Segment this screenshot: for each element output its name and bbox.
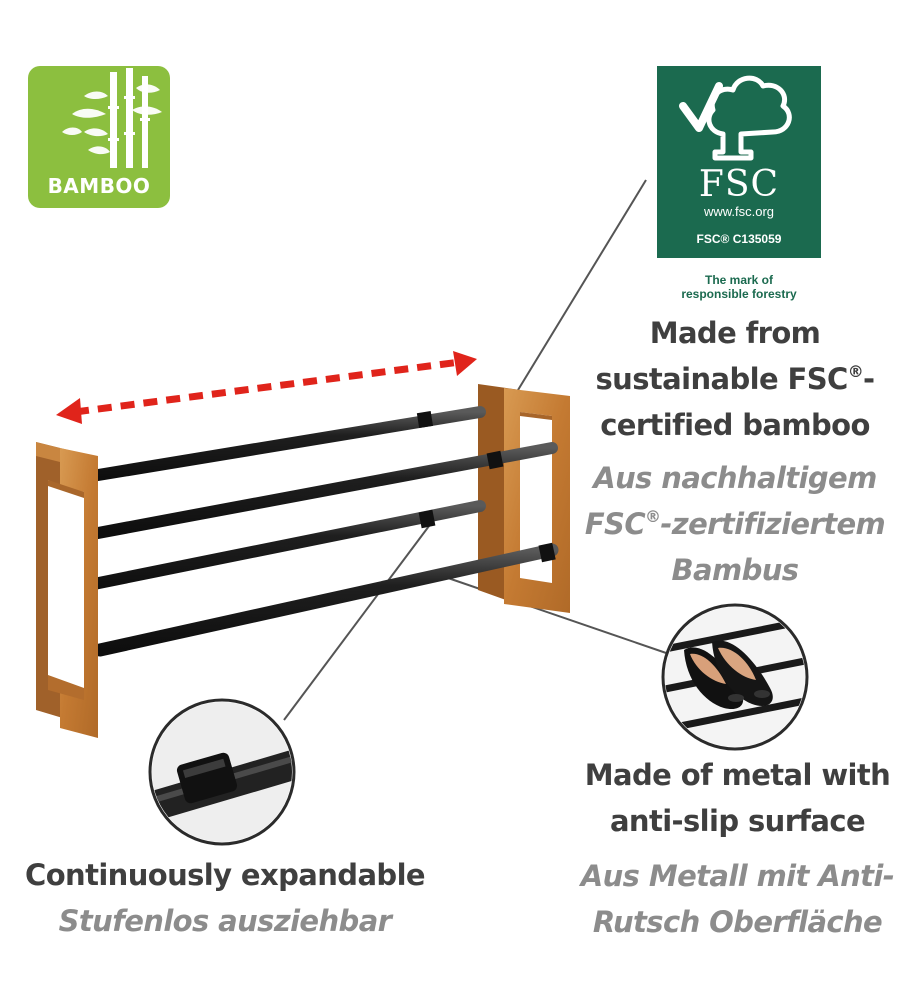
fsc-tagline: The mark of responsible forestry	[681, 273, 797, 301]
metal-feature-english: Made of metal with anti-slip surface	[584, 758, 891, 838]
fsc-logo: FSC www.fsc.org FSC® C135059	[657, 66, 821, 258]
callout-line-expand	[283, 521, 433, 721]
bamboo-label: BAMBOO	[47, 174, 151, 198]
fsc-wordmark: FSC	[698, 164, 780, 205]
fsc-feature-german: Aus nachhaltigem FSC®-zertifiziertem Bam…	[584, 461, 886, 587]
expand-arrow	[56, 351, 477, 424]
metal-rods	[58, 406, 559, 657]
telescopic-joint-detail	[148, 698, 296, 846]
bamboo-icon	[62, 68, 162, 168]
left-bamboo-frame	[36, 442, 98, 738]
right-bamboo-frame	[478, 384, 570, 613]
fsc-license-code: FSC® C135059	[696, 232, 782, 246]
expand-feature-english: Continuously expandable	[25, 858, 426, 892]
fsc-tree-check-icon	[679, 75, 792, 161]
fsc-feature-english: Made from sustainable FSC®- certified ba…	[595, 316, 876, 442]
fsc-url: www.fsc.org	[703, 204, 775, 219]
callout-line-fsc	[517, 179, 647, 391]
bamboo-badge: BAMBOO	[28, 66, 170, 208]
shoe-detail	[661, 603, 809, 751]
metal-feature-german: Aus Metall mit Anti- Rutsch Oberfläche	[580, 859, 895, 939]
expand-feature-german: Stufenlos ausziehbar	[58, 904, 392, 938]
